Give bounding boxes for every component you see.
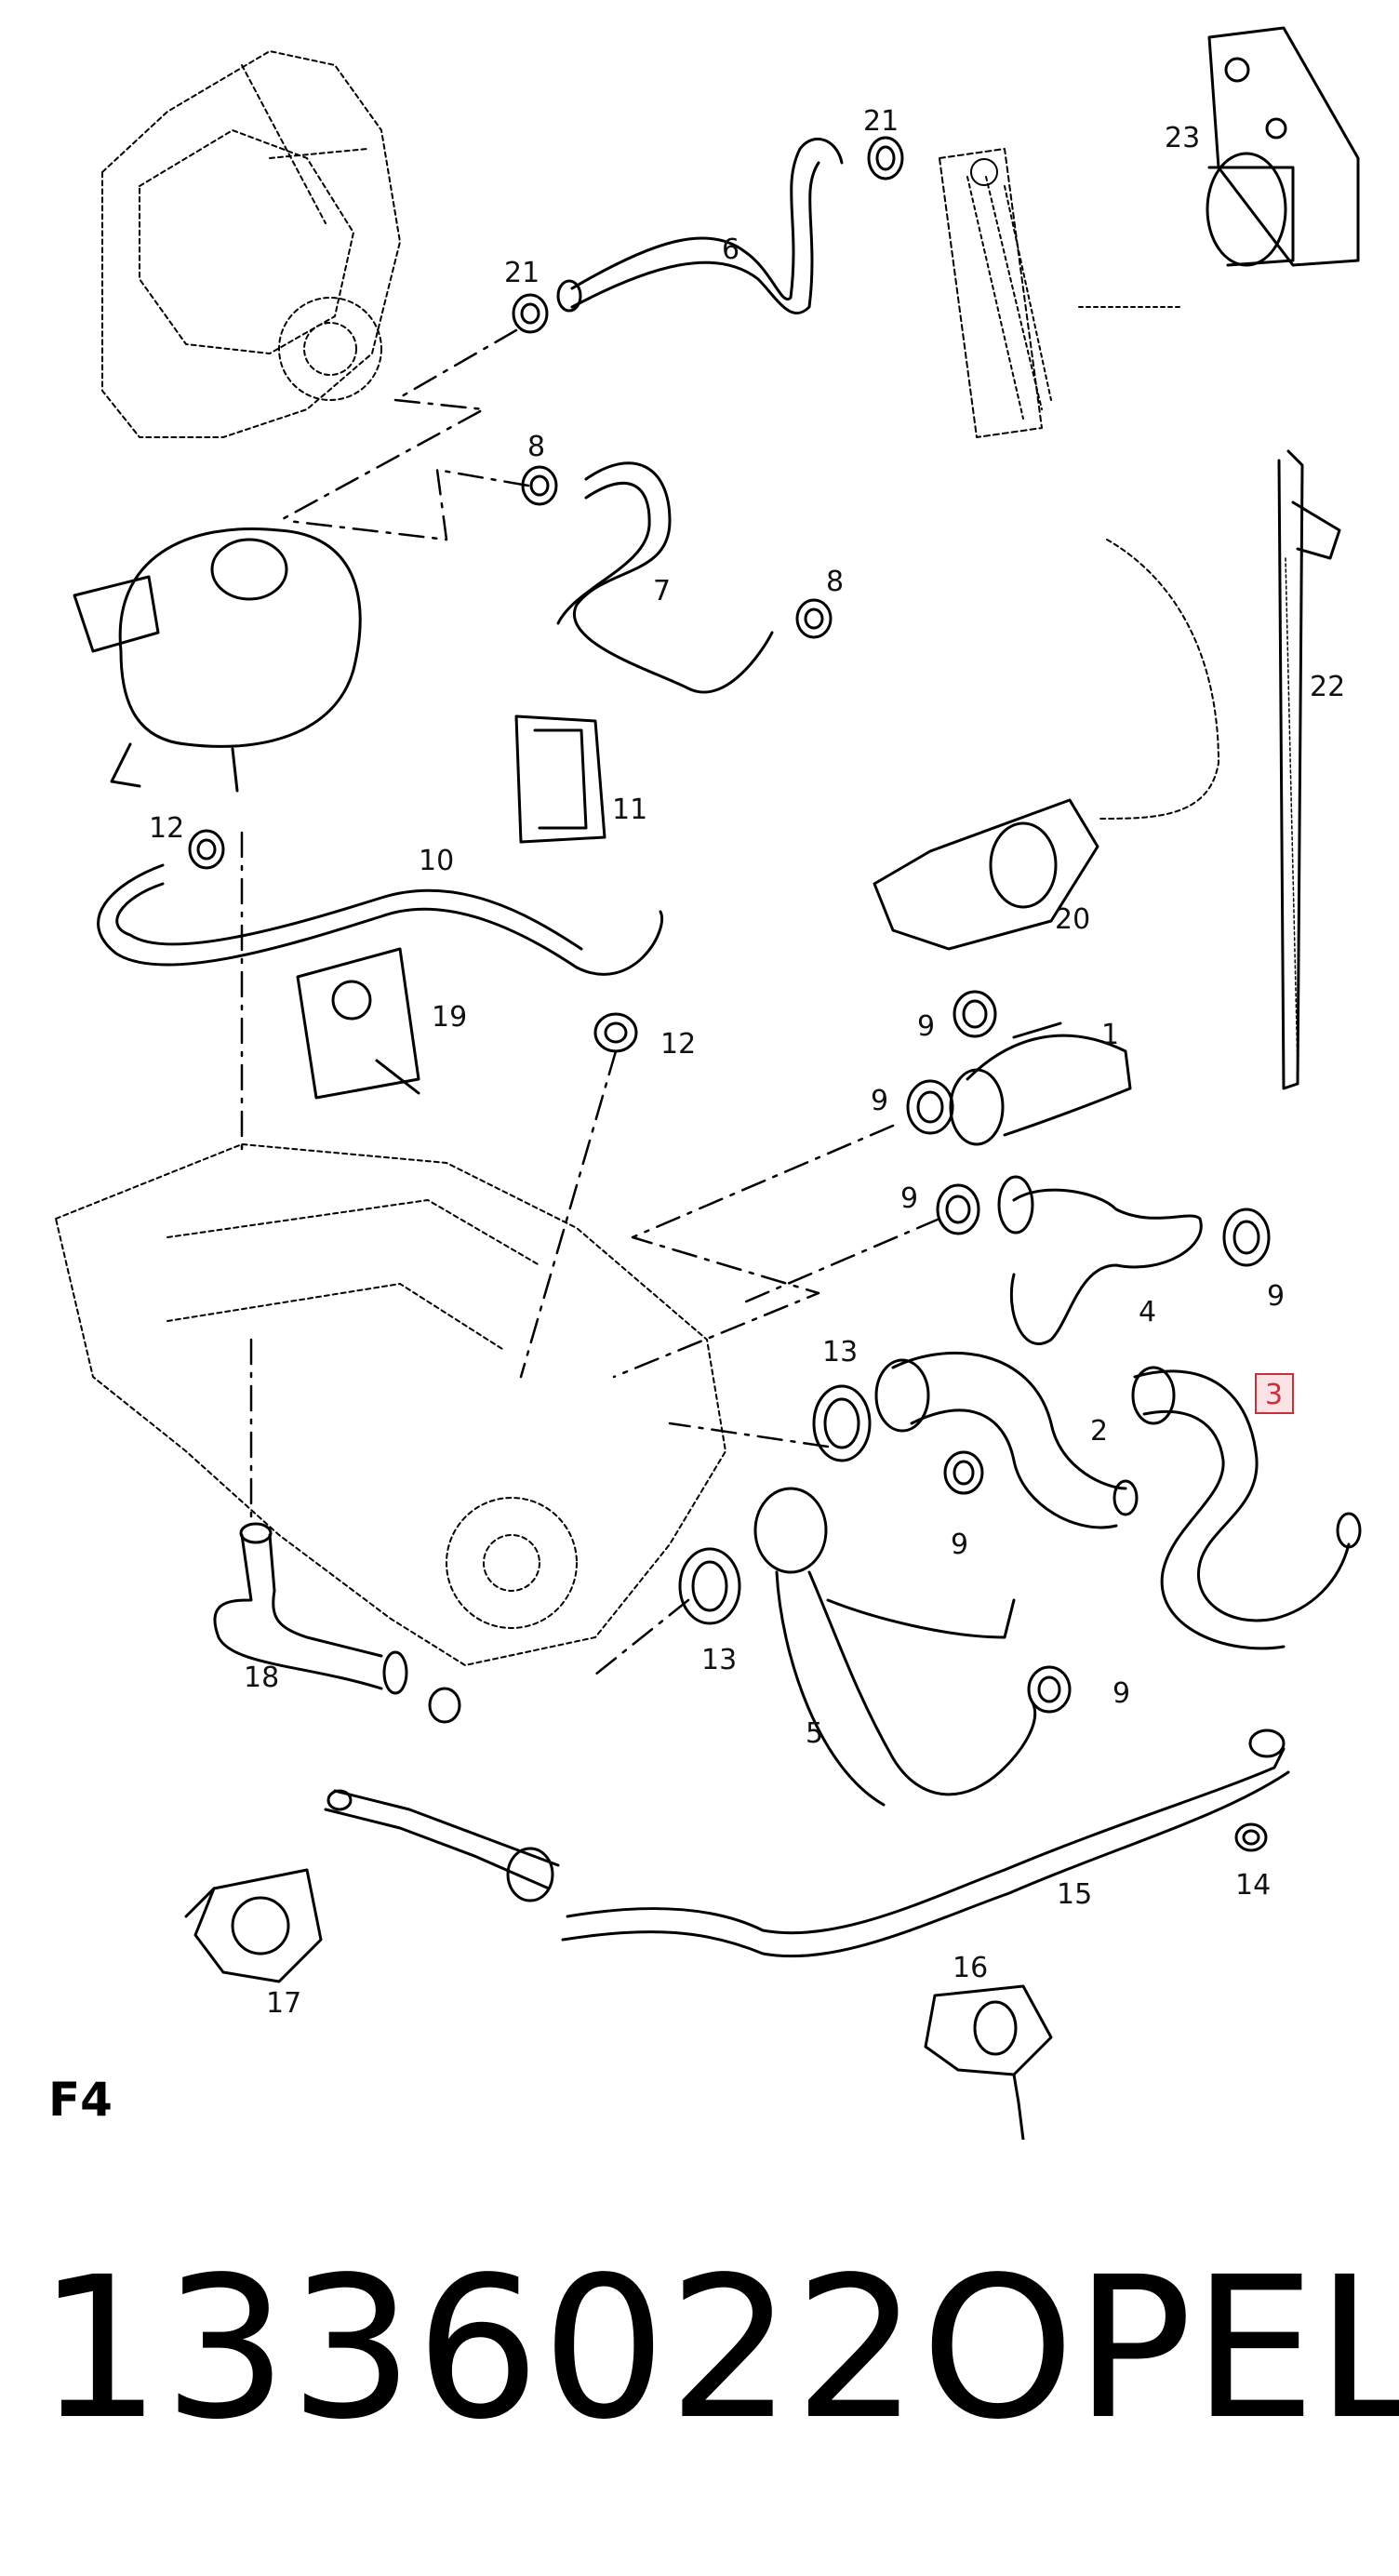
part-number: 1336022: [37, 2235, 921, 2463]
callout-6: 6: [722, 234, 739, 266]
callout-10: 10: [419, 845, 454, 877]
callout-23: 23: [1165, 122, 1200, 154]
callout-14: 14: [1235, 1869, 1271, 1902]
radiator-outline: [939, 148, 1182, 438]
callout-9: 9: [951, 1528, 968, 1561]
flange-20: [873, 798, 1099, 951]
callout-9: 9: [871, 1085, 888, 1117]
callout-18: 18: [244, 1662, 279, 1694]
holder-19: [296, 947, 420, 1100]
callout-9: 9: [900, 1182, 918, 1215]
hose-1: [949, 1021, 1132, 1146]
cable-tie-22: [1277, 449, 1341, 1090]
clamp-9-b: [906, 1079, 954, 1135]
clamp-12-left: [188, 829, 225, 870]
callout-13: 13: [701, 1644, 737, 1676]
car-front-outline: [101, 50, 401, 438]
callout-13: 13: [822, 1336, 858, 1368]
callout-labels: 21 23 21 6 8 7 8 22 11 12 10 20 19 12 9 …: [149, 105, 1345, 2020]
engine-block-outline: [55, 1143, 726, 1666]
clamp-21-top: [867, 136, 904, 180]
callout-2: 2: [1090, 1415, 1108, 1448]
callout-12: 12: [149, 812, 184, 845]
bracket-23: [1206, 26, 1360, 267]
hose-3: [1131, 1366, 1362, 1650]
hose-7: [556, 461, 774, 694]
callout-9: 9: [1267, 1280, 1285, 1313]
hose-18: [213, 1522, 461, 1724]
brand-name: OPEL: [921, 2235, 1399, 2463]
callout-21: 21: [504, 257, 540, 289]
hose-15: [561, 1728, 1290, 1958]
callout-3: 3: [1265, 1379, 1283, 1411]
clamp-9-c: [936, 1183, 980, 1235]
hose-5: [753, 1487, 1037, 1807]
hose-2: [874, 1352, 1139, 1529]
clamp-21-left: [512, 293, 549, 334]
clamp-12-right: [593, 1012, 638, 1053]
callout-5: 5: [806, 1717, 823, 1750]
callout-22: 22: [1310, 671, 1345, 703]
holder-16: [924, 1984, 1053, 2140]
callout-11: 11: [612, 794, 647, 826]
callout-20: 20: [1055, 903, 1090, 936]
callout-1: 1: [1101, 1019, 1119, 1051]
callout-4: 4: [1139, 1296, 1156, 1328]
callout-17: 17: [266, 1987, 301, 2020]
callout-15: 15: [1057, 1878, 1092, 1911]
callout-9: 9: [1113, 1677, 1130, 1710]
clamp-9-f: [1027, 1665, 1072, 1714]
pipe-with-connector: [324, 1789, 560, 1902]
callout-21: 21: [863, 105, 899, 138]
clamp-8-lower: [795, 598, 833, 639]
callout-9: 9: [917, 1010, 935, 1043]
callout-16: 16: [953, 1952, 988, 1984]
clamp-9-d: [1222, 1208, 1271, 1267]
hose-4: [997, 1175, 1203, 1346]
hose-10: [97, 863, 663, 976]
cooling-system-exploded-diagram: 21 23 21 6 8 7 8 22 11 12 10 20 19 12 9 …: [55, 26, 1362, 2140]
clamp-13-upper: [812, 1384, 872, 1462]
leader-lines: [240, 328, 941, 1676]
clamp-9-e: [943, 1450, 984, 1495]
housing-17: [184, 1868, 323, 1983]
callout-8: 8: [826, 566, 844, 598]
callout-19: 19: [432, 1001, 467, 1034]
clamp-13-lower: [678, 1547, 741, 1625]
clamp-14: [1234, 1822, 1268, 1852]
callout-8: 8: [527, 431, 545, 463]
fan-shroud-outline: [1097, 539, 1219, 820]
callout-3-highlight-box: [1255, 1373, 1294, 1414]
callout-7: 7: [653, 575, 671, 607]
section-label: F4: [48, 2073, 113, 2127]
hose-6: [556, 137, 844, 314]
expansion-tank: [73, 527, 362, 793]
holder-11: [514, 714, 606, 844]
callout-12: 12: [660, 1028, 696, 1061]
clamp-9-a: [953, 990, 997, 1038]
